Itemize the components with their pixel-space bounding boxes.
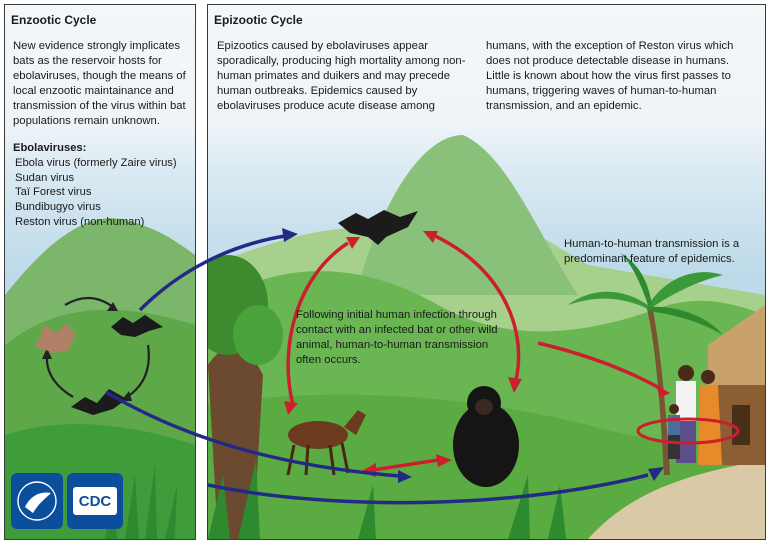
- list-item: Ebola virus (formerly Zaire virus): [15, 156, 177, 169]
- bat-icon: [338, 210, 418, 245]
- hhs-logo: [11, 473, 63, 529]
- foreground-grass: [208, 460, 566, 539]
- chimpanzee-icon: [453, 386, 519, 487]
- epizootic-description-col2: humans, with the exception of Reston vir…: [486, 40, 734, 112]
- blue-arrowheads: [648, 467, 664, 481]
- list-item: Reston virus (non-human): [15, 215, 145, 228]
- palm-tree: [568, 253, 723, 475]
- people-icon: [668, 365, 722, 465]
- cdc-logo: CDC: [67, 473, 123, 529]
- cdc-logo-text: CDC: [73, 487, 117, 515]
- list-item: Taï Forest virus: [15, 186, 92, 199]
- enzootic-panel: Enzootic Cycle New evidence strongly imp…: [4, 4, 196, 540]
- epizootic-description-col1: Epizootics caused by ebolaviruses appear…: [217, 40, 466, 112]
- enzootic-description: New evidence strongly implicates bats as…: [13, 40, 186, 127]
- blue-transmission-arrows: [208, 473, 649, 505]
- human-transmission-note: Human-to-human transmission is a predomi…: [564, 238, 740, 265]
- bat-icon: [111, 315, 163, 337]
- ebolavirus-list: Ebolaviruses: Ebola virus (formerly Zair…: [13, 141, 177, 230]
- path: [588, 460, 765, 539]
- mountain-peak: [358, 135, 578, 295]
- hut: [708, 305, 765, 465]
- list-item: Bundibugyo virus: [15, 201, 101, 214]
- hhs-eagle-icon: [17, 481, 57, 521]
- enzootic-title: Enzootic Cycle: [11, 13, 97, 27]
- list-item: Sudan virus: [15, 171, 75, 184]
- ebolavirus-list-heading: Ebolaviruses:: [13, 142, 87, 154]
- initial-infection-note: Following initial human infection throug…: [296, 309, 498, 366]
- epizootic-title: Epizootic Cycle: [214, 13, 303, 27]
- human-transmission-loop: [636, 417, 740, 445]
- bat-icon: [35, 323, 75, 353]
- epizootic-panel: Epizootic Cycle Epizootics caused by ebo…: [207, 4, 766, 540]
